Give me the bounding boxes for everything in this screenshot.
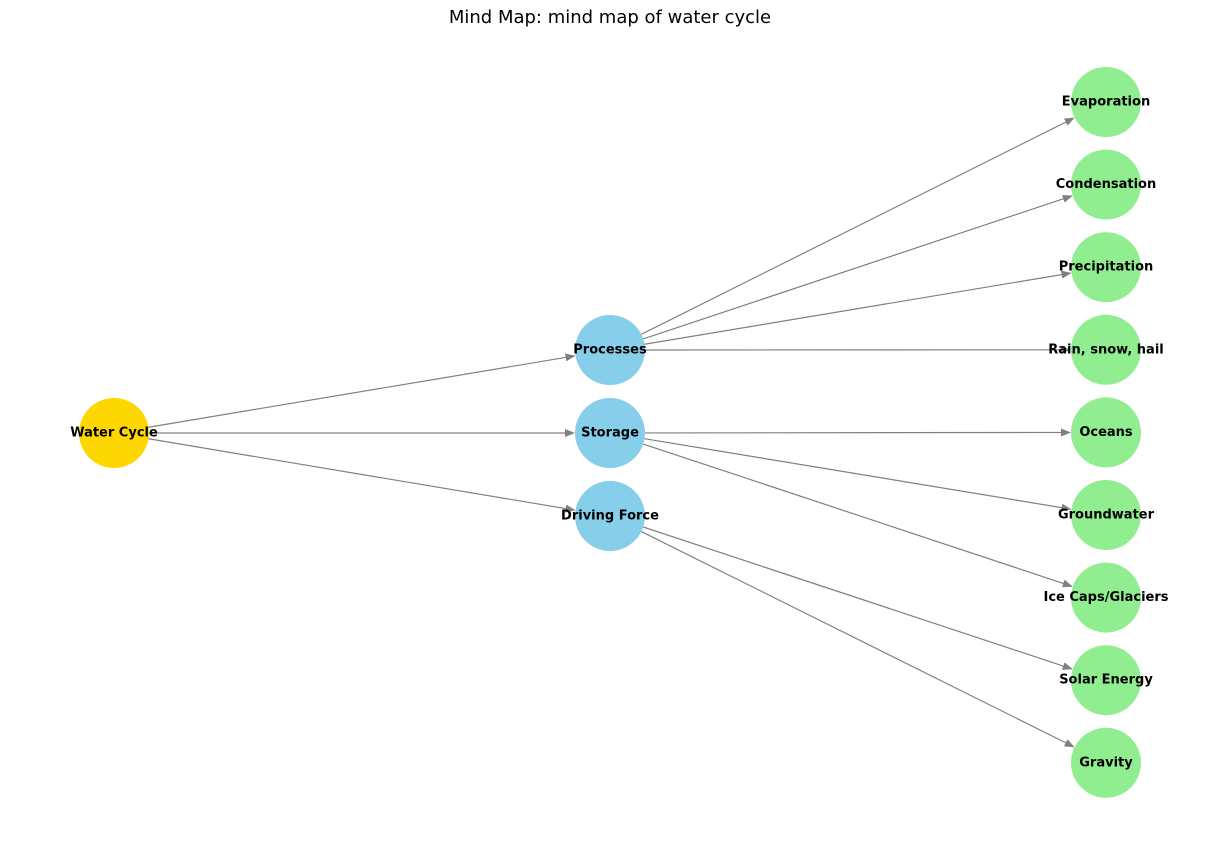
diagram-title: Mind Map: mind map of water cycle	[448, 7, 772, 28]
node-label-driving-force: Driving Force	[561, 509, 659, 524]
node-label-processes: Processes	[573, 343, 647, 358]
node-circle-condensation	[1071, 149, 1141, 220]
node-oceans: Oceans	[1071, 397, 1141, 468]
node-circle-water-cycle	[79, 398, 149, 468]
node-label-groundwater: Groundwater	[1058, 508, 1155, 523]
node-label-condensation: Condensation	[1056, 177, 1156, 192]
node-precipitation: Precipitation	[1059, 232, 1154, 303]
edge-storage-to-ice-caps-glaciers	[643, 443, 1073, 588]
node-circle-evaporation	[1071, 67, 1141, 137]
node-circle-solar-energy	[1071, 645, 1141, 716]
edge-water-cycle-to-driving-force	[148, 438, 576, 513]
node-rain-snow-hail: Rain, snow, hail	[1048, 314, 1164, 385]
edge-storage-to-groundwater	[644, 438, 1072, 512]
node-label-gravity: Gravity	[1079, 755, 1133, 770]
node-label-oceans: Oceans	[1079, 425, 1133, 440]
node-processes: Processes	[573, 315, 647, 385]
node-circle-groundwater	[1071, 480, 1141, 550]
node-circle-driving-force	[575, 481, 645, 551]
edge-water-cycle-to-processes	[148, 353, 576, 428]
edge-processes-to-evaporation	[641, 117, 1075, 335]
edge-processes-to-condensation	[643, 195, 1073, 340]
node-driving-force: Driving Force	[561, 481, 659, 551]
node-groundwater: Groundwater	[1058, 480, 1155, 550]
edge-driving-force-to-gravity	[641, 531, 1075, 748]
node-ice-caps-glaciers: Ice Caps/Glaciers	[1043, 562, 1169, 633]
node-evaporation: Evaporation	[1062, 67, 1150, 137]
edge-layer	[148, 117, 1075, 748]
node-circle-rain-snow-hail	[1071, 314, 1141, 385]
node-label-rain-snow-hail: Rain, snow, hail	[1048, 342, 1163, 357]
edge-storage-to-oceans	[644, 428, 1071, 437]
edge-driving-force-to-solar-energy	[643, 526, 1073, 670]
node-condensation: Condensation	[1056, 149, 1156, 220]
node-label-water-cycle: Water Cycle	[70, 426, 158, 441]
node-circle-storage	[575, 398, 645, 468]
node-circle-ice-caps-glaciers	[1071, 562, 1141, 633]
node-label-ice-caps-glaciers: Ice Caps/Glaciers	[1043, 590, 1168, 605]
node-water-cycle: Water Cycle	[70, 398, 158, 468]
node-circle-precipitation	[1071, 232, 1141, 303]
node-label-storage: Storage	[581, 426, 639, 441]
node-gravity: Gravity	[1071, 727, 1141, 798]
node-label-solar-energy: Solar Energy	[1059, 673, 1153, 688]
node-circle-processes	[575, 315, 645, 385]
edge-processes-to-precipitation	[644, 270, 1072, 345]
node-label-evaporation: Evaporation	[1062, 95, 1150, 110]
node-solar-energy: Solar Energy	[1059, 645, 1153, 716]
node-circle-gravity	[1071, 727, 1141, 798]
node-storage: Storage	[575, 398, 645, 468]
node-label-precipitation: Precipitation	[1059, 260, 1154, 275]
node-circle-oceans	[1071, 397, 1141, 468]
